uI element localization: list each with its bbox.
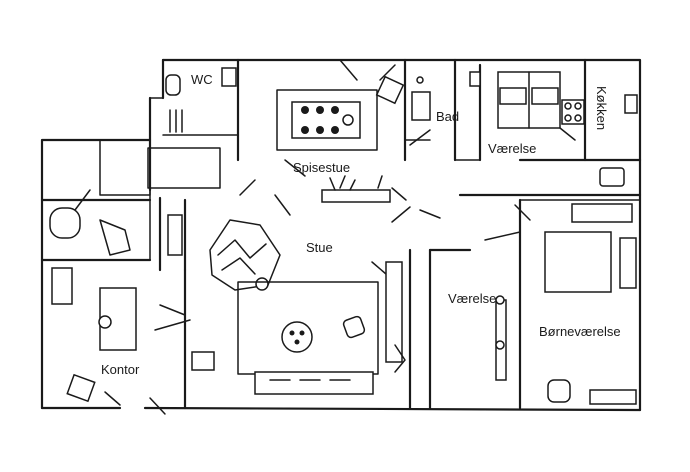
chair-icon [316,126,324,134]
living-room [154,219,403,395]
wastebasket-icon [66,373,96,403]
bookshelf-icon [385,261,403,363]
wc-sink-icon [221,67,237,87]
bedroom-top [497,71,561,129]
kids-room [544,203,637,405]
plant-icon [255,277,269,291]
coffee-table-icon [281,321,313,353]
beanbag-icon [99,219,131,256]
tap-icon [416,76,424,84]
bath-toilet-icon [469,71,481,87]
label-vaerelse-mid: Værelse [448,291,496,306]
lounge-chair-icon [342,315,366,339]
plate-icon [342,114,354,126]
label-wc: WC [191,72,213,87]
label-bad: Bad [436,109,459,124]
kids-bed-icon [544,231,612,293]
wardrobe-icon [495,299,507,381]
entry-door [99,139,151,196]
door-swings [74,59,576,415]
label-bornevaerelse: Børneværelse [539,324,621,339]
dining-rug [276,89,378,151]
pillow-icon [499,87,527,105]
outer-walls [40,58,642,412]
label-stue: Stue [306,240,333,255]
stove-icon [561,99,585,125]
kids-desk-icon [571,203,633,223]
lamp-icon [371,261,387,275]
office [49,207,137,403]
sofa-icon [254,371,374,395]
bath-sink-icon [411,91,431,121]
dining-table [276,75,405,151]
pillow-icon [531,87,559,105]
toy-box-icon [547,379,571,403]
toilet-icon [165,74,181,96]
wc-fixtures [165,67,237,133]
office-shelf-icon [51,267,73,305]
label-spisestue: Spisestue [293,160,350,175]
plant-icon [394,344,406,373]
entry-hall [99,139,221,256]
sideboard-icon [321,189,391,203]
chair-icon [301,106,309,114]
label-vaerelse-top: Værelse [488,141,536,156]
round-stool-icon [49,207,81,239]
sideboard [321,175,391,203]
kitchen-table-icon [599,167,625,187]
bath-fixtures [411,71,481,121]
office-chair-icon [98,315,112,329]
kids-shelf-icon [619,237,637,289]
kitchen-fixtures [561,94,638,187]
armchair-icon [375,75,405,105]
chair-icon [331,106,339,114]
armchair-icon [191,351,215,371]
fridge-icon [624,94,638,114]
entry-rug [147,147,221,189]
kids-bench-icon [589,389,637,405]
hall-shelf-icon [167,214,183,256]
chair-icon [331,126,339,134]
label-kontor: Kontor [101,362,140,377]
chair-icon [301,126,309,134]
label-kokken: Køkken [594,86,609,130]
rug-icon [209,219,281,291]
interior-walls [40,58,642,410]
chair-icon [316,106,324,114]
bedroom-middle [394,295,507,381]
